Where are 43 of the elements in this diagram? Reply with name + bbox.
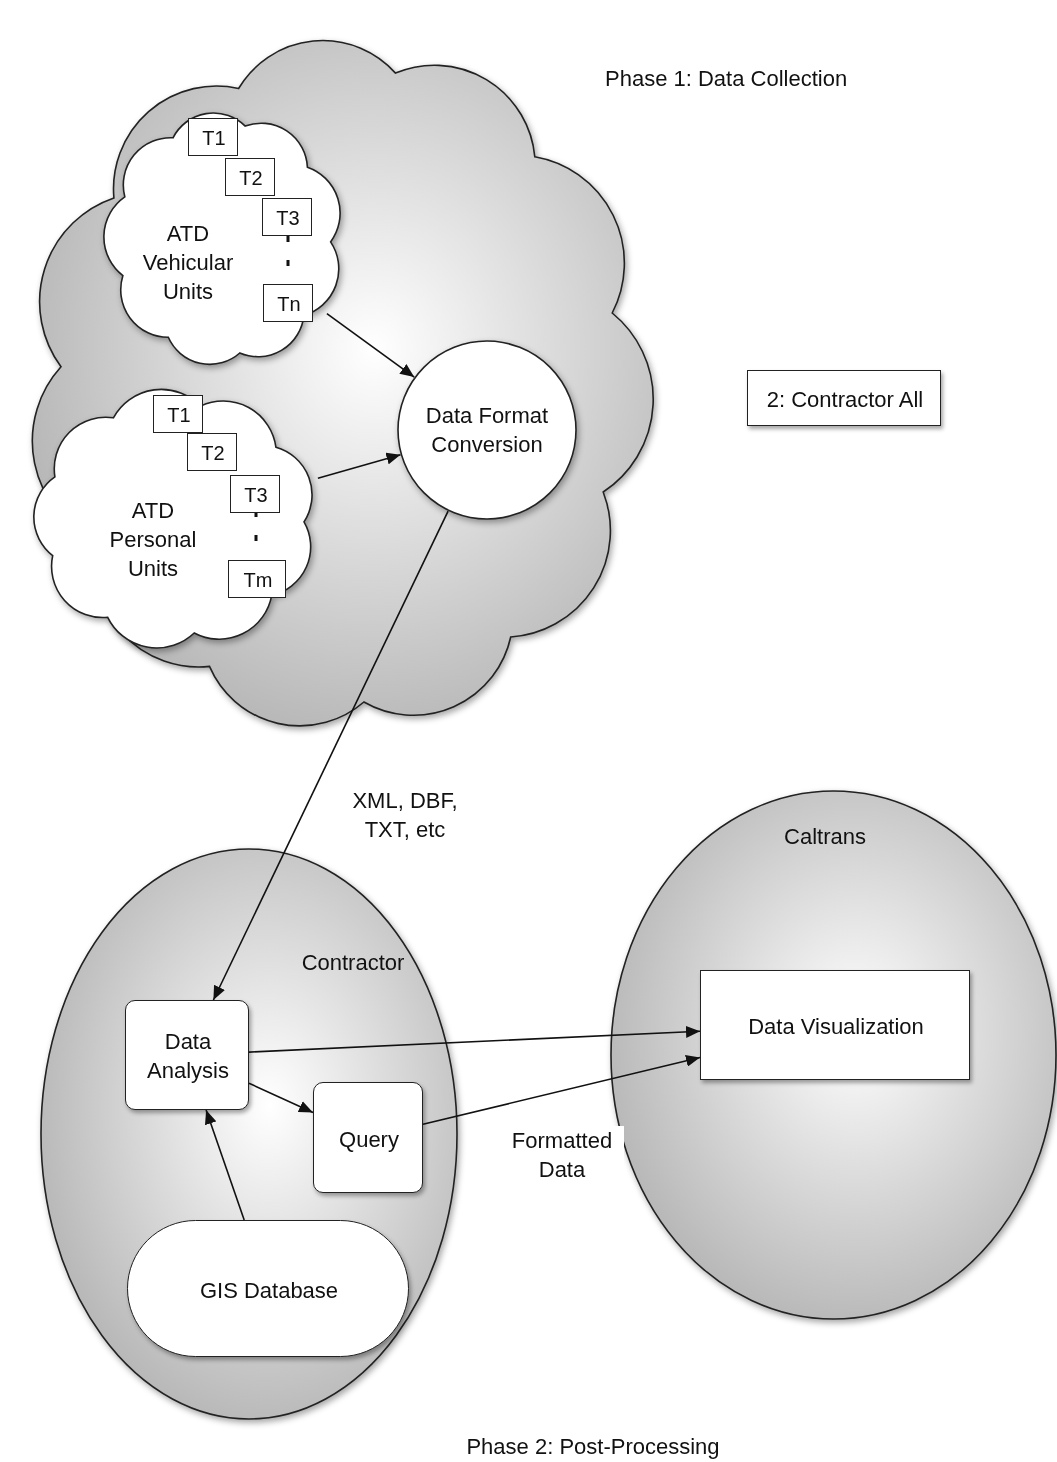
node-label: Contractor bbox=[300, 948, 406, 977]
node-label: T2 bbox=[200, 440, 226, 466]
node-label: Data Visualization bbox=[747, 1012, 925, 1041]
arrow bbox=[248, 1025, 701, 1053]
phase-title: Phase 1: Data Collection bbox=[605, 64, 848, 93]
node-label: Tm bbox=[242, 567, 274, 593]
node-label: Caltrans bbox=[783, 822, 867, 851]
node-label: Query bbox=[338, 1125, 400, 1153]
arrow bbox=[248, 1082, 314, 1114]
node-label: GIS Database bbox=[198, 1276, 340, 1304]
node-label: T3 bbox=[275, 205, 301, 231]
node-label: T3 bbox=[243, 482, 269, 508]
arrow bbox=[317, 452, 402, 479]
arrow bbox=[326, 312, 415, 378]
node-label: T2 bbox=[238, 165, 264, 191]
tag-box bbox=[225, 158, 275, 196]
process-box bbox=[313, 1082, 423, 1193]
node-label: Data Analysis bbox=[146, 1028, 230, 1085]
tag-box bbox=[228, 560, 286, 598]
database-box bbox=[127, 1220, 409, 1357]
node-label: Tn bbox=[276, 291, 302, 317]
node-label: Data Format Conversion bbox=[424, 402, 550, 459]
process-box bbox=[125, 1000, 249, 1110]
tag-box bbox=[230, 475, 280, 513]
tag-box bbox=[153, 395, 203, 433]
arrow bbox=[422, 1054, 701, 1126]
node-label: ATD Personal Units bbox=[108, 496, 198, 583]
ellipse-region bbox=[610, 790, 1057, 1320]
arrow bbox=[205, 1109, 245, 1221]
arrow bbox=[212, 510, 449, 1001]
process-box bbox=[700, 970, 970, 1080]
node-label: 2: Contractor All bbox=[765, 385, 925, 414]
circle-node bbox=[397, 340, 577, 520]
tag-box bbox=[262, 198, 312, 236]
tag-box bbox=[188, 118, 238, 156]
tag-box bbox=[187, 433, 237, 471]
phase-title: Phase 2: Post-Processing bbox=[466, 1432, 720, 1461]
node-label: ATD Vehicular Units bbox=[141, 219, 235, 306]
note-box bbox=[747, 370, 941, 426]
node-label: T1 bbox=[201, 125, 227, 151]
node-label: T1 bbox=[166, 402, 192, 428]
ellipse-region bbox=[40, 848, 458, 1420]
tag-box bbox=[263, 284, 313, 322]
